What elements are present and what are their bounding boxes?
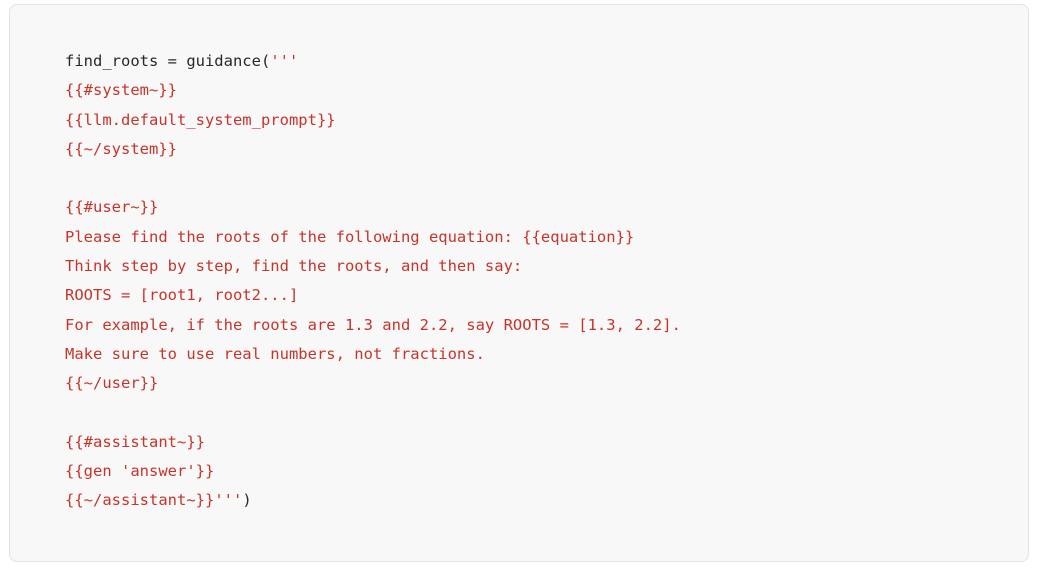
code-line: Think step by step, find the roots, and … bbox=[65, 252, 1028, 281]
code-line: {{gen 'answer'}} bbox=[65, 457, 1028, 486]
code-token-string: ''' bbox=[214, 491, 243, 510]
code-token-string: {{~/user}} bbox=[65, 374, 159, 393]
code-line: {{#assistant~}} bbox=[65, 428, 1028, 457]
code-line: Make sure to use real numbers, not fract… bbox=[65, 340, 1028, 369]
code-line: {{~/user}} bbox=[65, 369, 1028, 398]
code-token-string: {{#assistant~}} bbox=[65, 432, 205, 451]
code-line: {{~/system}} bbox=[65, 135, 1028, 164]
code-block-card: find_roots = guidance('''{{#system~}}{{l… bbox=[9, 4, 1029, 562]
code-token-string: {{#user~}} bbox=[65, 198, 159, 217]
code-line-blank bbox=[65, 164, 1028, 193]
code-line: find_roots = guidance(''' bbox=[65, 47, 1028, 76]
code-line-blank bbox=[65, 399, 1028, 428]
code-token-string: ''' bbox=[270, 52, 299, 70]
code-line: {{#system~}} bbox=[65, 76, 1028, 105]
code-line: {{#user~}} bbox=[65, 193, 1028, 222]
code-line: {{llm.default_system_prompt}} bbox=[65, 106, 1028, 135]
code-token-plain: ) bbox=[242, 491, 252, 510]
code-token-string: ROOTS = [root1, root2...] bbox=[65, 286, 299, 305]
code-token-string: {{~/system}} bbox=[65, 139, 177, 158]
code-line: ROOTS = [root1, root2...] bbox=[65, 281, 1028, 310]
code-line: For example, if the roots are 1.3 and 2.… bbox=[65, 311, 1028, 340]
code-token-plain: find_roots = guidance( bbox=[65, 52, 271, 70]
code-token-string: {{llm.default_system_prompt}} bbox=[65, 110, 336, 129]
code-content[interactable]: find_roots = guidance('''{{#system~}}{{l… bbox=[10, 5, 1028, 516]
code-token-string: {{gen 'answer'}} bbox=[65, 462, 215, 481]
code-token-string: {{#system~}} bbox=[65, 81, 177, 100]
code-token-string: {{~/assistant~}} bbox=[65, 491, 215, 510]
code-token-string: Please find the roots of the following e… bbox=[65, 227, 635, 246]
code-line: {{~/assistant~}}''') bbox=[65, 486, 1028, 515]
code-token-string: Make sure to use real numbers, not fract… bbox=[65, 344, 485, 363]
code-token-string: Think step by step, find the roots, and … bbox=[65, 257, 523, 276]
code-line: Please find the roots of the following e… bbox=[65, 223, 1028, 252]
code-token-string: For example, if the roots are 1.3 and 2.… bbox=[65, 315, 681, 334]
